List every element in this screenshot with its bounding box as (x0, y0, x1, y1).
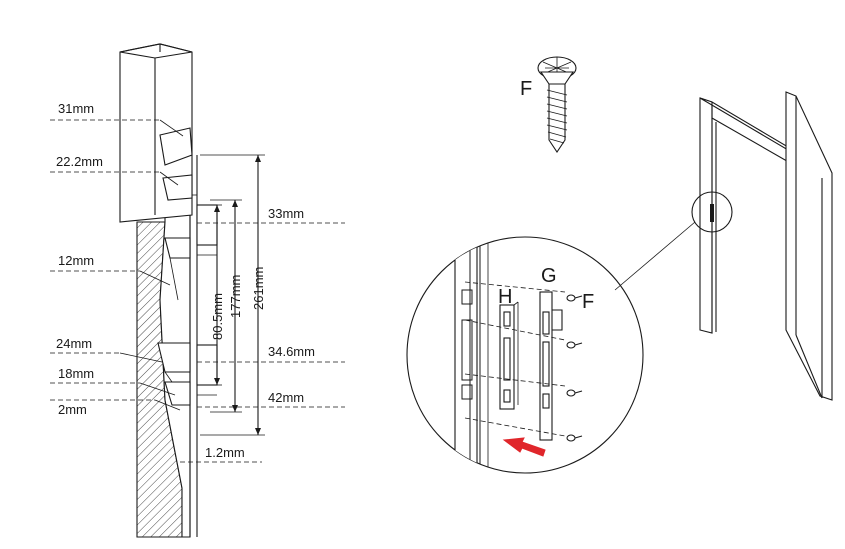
label-f-detail: F (582, 291, 594, 313)
screw-icon: F (520, 56, 577, 153)
dim-18mm: 18mm (58, 366, 94, 381)
insert-arrow-icon (502, 437, 546, 457)
dim-12mm: 12mm (58, 253, 94, 268)
dim-24mm: 24mm (56, 336, 92, 351)
dim-34-6mm: 34.6mm (268, 344, 315, 359)
detail-view: H G F (406, 236, 644, 474)
label-g: G (541, 265, 557, 287)
frame-section: 80.5mm 177mm 261mm 31mm 22.2mm 12mm 24mm… (50, 43, 345, 538)
dim-33mm: 33mm (268, 206, 304, 221)
dim-22-2mm: 22.2mm (56, 154, 103, 169)
small-screws (566, 294, 583, 442)
door-frame-drawing (691, 91, 833, 401)
dim-80-5: 80.5mm (210, 293, 225, 340)
dim-31mm: 31mm (58, 101, 94, 116)
dim-42mm: 42mm (268, 390, 304, 405)
box-keeper (499, 301, 519, 410)
label-h: H (498, 286, 512, 308)
label-screw-f: F (520, 78, 532, 100)
dim-1-2mm: 1.2mm (205, 445, 245, 460)
dim-177: 177mm (228, 275, 243, 318)
dim-2mm: 2mm (58, 402, 87, 417)
dim-261: 261mm (251, 267, 266, 310)
strike-plate (539, 291, 563, 441)
